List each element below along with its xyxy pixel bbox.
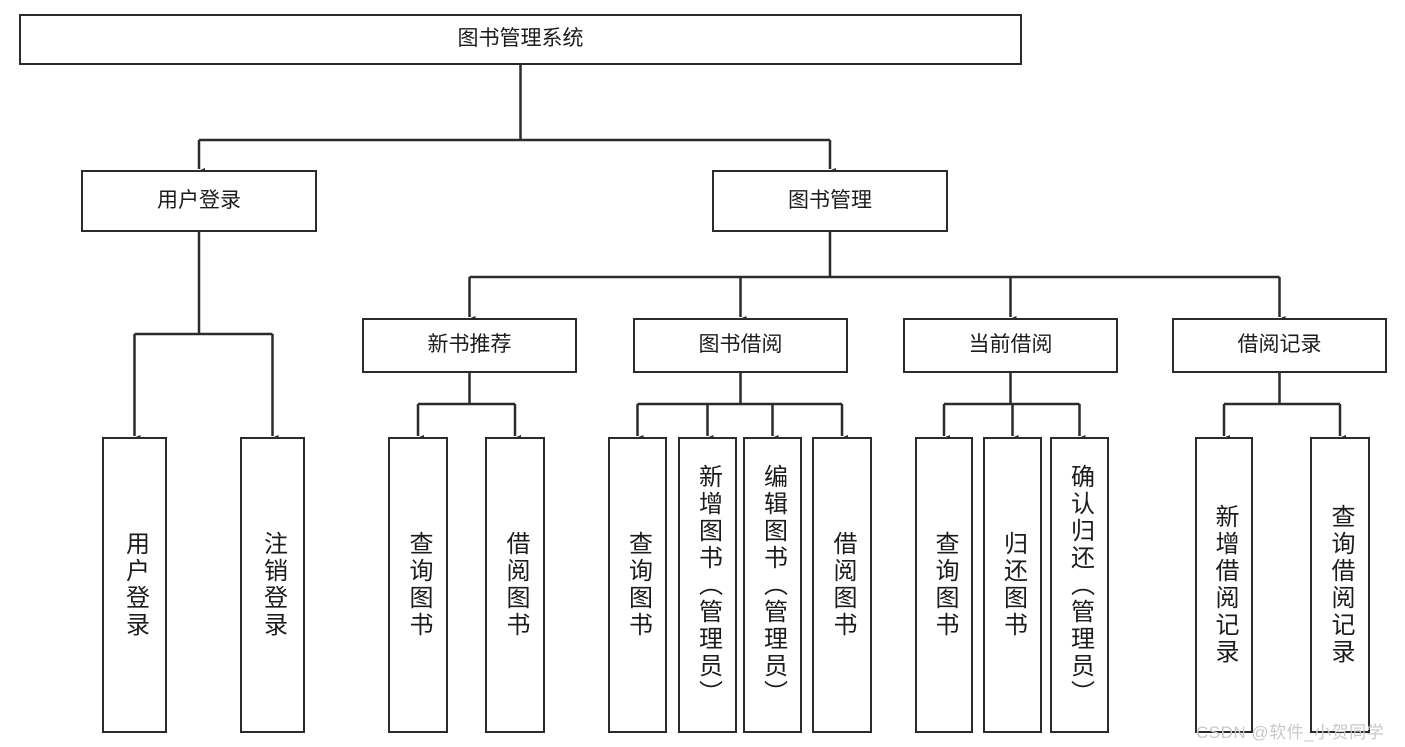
- node-leaf-query-record[interactable]: 查询借阅记录: [1310, 437, 1370, 733]
- node-new-book-rec[interactable]: 新书推荐: [362, 318, 577, 373]
- node-label: 新增借阅记录: [1211, 504, 1238, 666]
- node-label: 图书借阅: [698, 333, 783, 357]
- node-label: 查询图书: [624, 531, 652, 639]
- node-label: 图书管理: [788, 188, 872, 212]
- node-label: 新书推荐: [427, 333, 512, 357]
- node-leaf-query-book-3[interactable]: 查询图书: [915, 437, 973, 733]
- node-current-borrow[interactable]: 当前借阅: [903, 318, 1118, 373]
- node-leaf-user-logout[interactable]: 注销登录: [240, 437, 305, 733]
- node-label: 查询图书: [931, 531, 958, 639]
- node-borrow-record[interactable]: 借阅记录: [1172, 318, 1387, 373]
- node-label: 图书管理系统: [457, 27, 584, 51]
- node-leaf-return-book[interactable]: 归还图书: [983, 437, 1042, 733]
- node-label: 用户登录: [121, 531, 149, 639]
- node-book-borrow[interactable]: 图书借阅: [633, 318, 848, 373]
- node-label: 查询图书: [405, 531, 432, 639]
- node-user-login[interactable]: 用户登录: [81, 170, 317, 232]
- node-label: 借阅图书: [829, 531, 856, 639]
- node-label: 新增图书（管理员）: [694, 463, 722, 707]
- node-label: 借阅图书: [502, 531, 529, 639]
- node-leaf-query-book-2[interactable]: 查询图书: [608, 437, 667, 733]
- node-label: 编辑图书（管理员）: [759, 463, 787, 707]
- node-leaf-edit-book[interactable]: 编辑图书（管理员）: [743, 437, 802, 733]
- node-label: 注销登录: [259, 531, 287, 639]
- node-leaf-borrow-book-2[interactable]: 借阅图书: [812, 437, 872, 733]
- node-label: 查询借阅记录: [1327, 504, 1354, 666]
- node-leaf-user-login[interactable]: 用户登录: [102, 437, 167, 733]
- node-label: 当前借阅: [968, 333, 1053, 357]
- node-label: 确认归还（管理员）: [1066, 463, 1094, 707]
- node-root[interactable]: 图书管理系统: [19, 14, 1022, 65]
- node-label: 归还图书: [999, 531, 1027, 639]
- node-label: 用户登录: [157, 188, 241, 212]
- node-leaf-add-book[interactable]: 新增图书（管理员）: [678, 437, 737, 733]
- node-leaf-query-book-1[interactable]: 查询图书: [388, 437, 448, 733]
- csdn-watermark: CSDN @软件_小贺同学: [1196, 723, 1385, 742]
- node-leaf-borrow-book-1[interactable]: 借阅图书: [485, 437, 545, 733]
- node-label: 借阅记录: [1237, 333, 1322, 357]
- node-book-manage[interactable]: 图书管理: [712, 170, 948, 232]
- node-leaf-add-record[interactable]: 新增借阅记录: [1195, 437, 1253, 733]
- node-leaf-confirm-return[interactable]: 确认归还（管理员）: [1050, 437, 1109, 733]
